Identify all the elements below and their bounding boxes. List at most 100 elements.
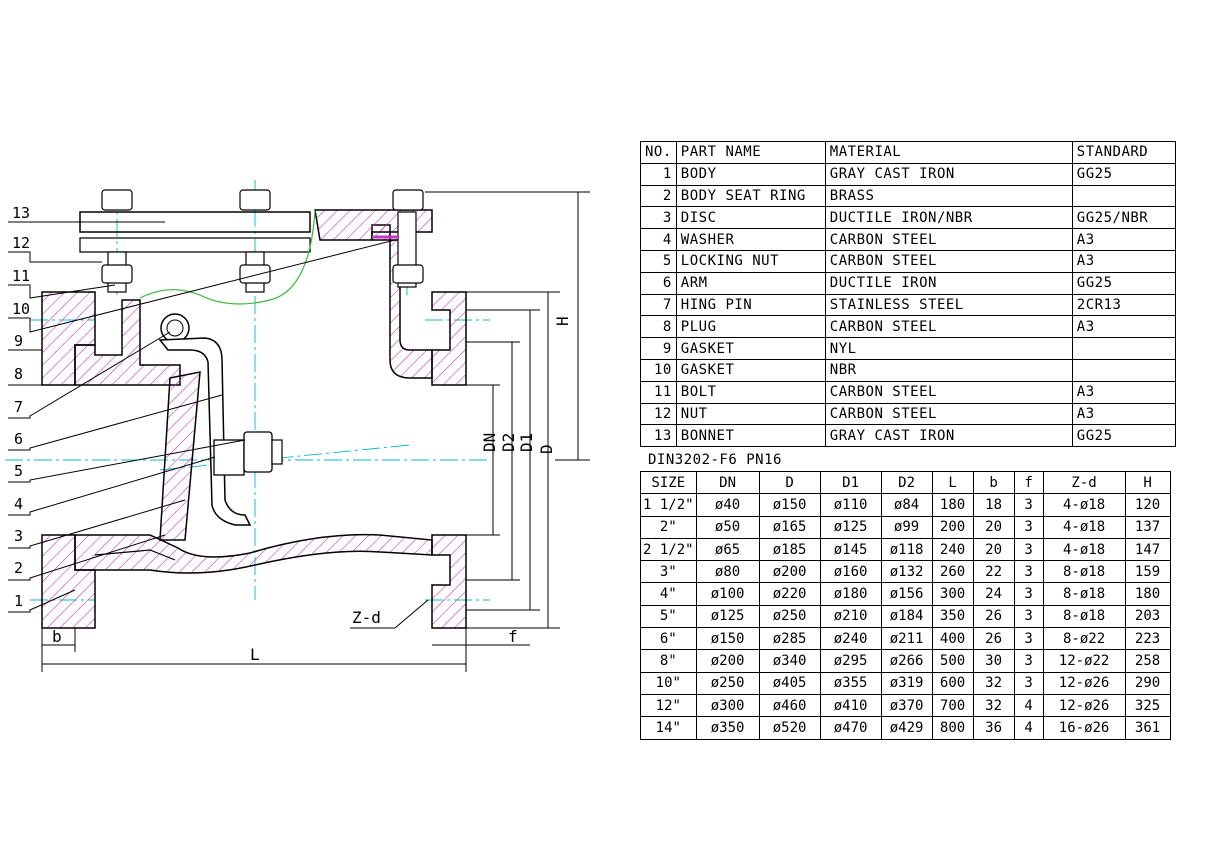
parts-cell-no: 2 (640, 184, 677, 208)
dim-cell: ø165 (758, 515, 821, 539)
dim-cell: ø285 (758, 627, 821, 651)
dim-cell: ø211 (880, 627, 933, 651)
parts-cell-name: NUT (675, 402, 826, 426)
body-lower-wall (74, 533, 433, 574)
parts-cell-no: 9 (640, 337, 677, 360)
dim-cell: ø145 (819, 537, 882, 562)
parts-cell-standard: 2CR13 (1071, 293, 1176, 317)
dim-cell: 325 (1124, 693, 1171, 718)
dim-cell: 3 (1013, 604, 1044, 629)
dim-cell: ø405 (758, 671, 821, 695)
parts-cell-name: BOLT (675, 380, 826, 404)
dim-cell: ø470 (819, 716, 882, 740)
dim-cell: ø50 (695, 515, 760, 539)
dim-cell: 180 (1124, 582, 1171, 606)
dim-cell: 4 (1013, 693, 1044, 718)
parts-cell-material: DUCTILE IRON (824, 271, 1073, 295)
dim-d-label: D (537, 444, 556, 454)
dim-header-cell: H (1124, 470, 1171, 495)
valve-section-drawing: H D D1 D2 DN L b f Z-d 13 12 11 10 9 8 7… (5, 180, 590, 672)
dim-cell: 223 (1124, 627, 1171, 651)
parts-cell-name: DISC (675, 206, 826, 230)
parts-cell-no: 13 (640, 424, 677, 448)
parts-cell-material: DUCTILE IRON/NBR (824, 206, 1073, 230)
parts-cell-no: 10 (640, 358, 677, 382)
dim-cell: 12-ø22 (1042, 649, 1126, 673)
parts-cell-name: WASHER (675, 228, 826, 251)
dim-cell: ø355 (819, 671, 882, 695)
dim-cell: 12" (640, 693, 697, 718)
dim-cell: 20 (972, 537, 1015, 562)
dim-cell: 4-ø18 (1042, 537, 1126, 562)
svg-text:1: 1 (14, 592, 23, 610)
dim-cell: ø125 (819, 515, 882, 539)
dim-header-cell: L (931, 470, 974, 495)
parts-cell-material: NBR (824, 358, 1073, 382)
svg-text:10: 10 (12, 300, 30, 318)
parts-cell-name: GASKET (675, 337, 826, 360)
dim-cell: ø460 (758, 693, 821, 718)
svg-text:13: 13 (12, 204, 30, 222)
parts-header-row: NO. PART NAME MATERIAL STANDARD (640, 141, 1176, 164)
dim-cell: 361 (1124, 716, 1171, 740)
parts-cell-material: CARBON STEEL (824, 402, 1073, 426)
dim-cell: ø200 (758, 560, 821, 584)
parts-cell-name: ARM (675, 271, 826, 295)
parts-cell-material: GRAY CAST IRON (824, 424, 1073, 448)
dim-cell: ø99 (880, 515, 933, 539)
header-standard: STANDARD (1071, 141, 1176, 164)
dimension-lines (41, 191, 590, 672)
dim-cell: 600 (931, 671, 974, 695)
svg-text:9: 9 (14, 332, 23, 350)
dim-cell: 24 (972, 582, 1015, 606)
dim-cell: 5" (640, 604, 697, 629)
parts-cell-standard: GG25 (1071, 271, 1176, 295)
dim-cell: 3 (1013, 582, 1044, 606)
dim-cell: 3 (1013, 627, 1044, 651)
dim-cell: 8" (640, 649, 697, 673)
dim-cell: 3 (1013, 493, 1044, 517)
parts-cell-no: 12 (640, 402, 677, 426)
dim-cell: 8-ø18 (1042, 582, 1126, 606)
dim-cell: 32 (972, 671, 1015, 695)
dim-cell: ø220 (758, 582, 821, 606)
svg-text:5: 5 (14, 462, 23, 480)
dim-cell: 32 (972, 693, 1015, 718)
dim-cell: 500 (931, 649, 974, 673)
dim-cell: ø65 (695, 537, 760, 562)
dim-cell: 2" (640, 515, 697, 539)
dim-cell: 200 (931, 515, 974, 539)
dim-cell: ø300 (695, 693, 760, 718)
dim-cell: ø350 (695, 716, 760, 740)
dim-cell: 159 (1124, 560, 1171, 584)
dim-dn-label: DN (480, 433, 499, 452)
dim-header-cell: D (758, 470, 821, 495)
bolts (101, 189, 424, 293)
parts-cell-name: LOCKING NUT (675, 249, 826, 273)
parts-cell-name: PLUG (675, 315, 826, 339)
dim-cell: 20 (972, 515, 1015, 539)
dim-cell: 18 (972, 493, 1015, 517)
parts-cell-standard (1071, 358, 1176, 382)
dim-cell: 203 (1124, 604, 1171, 629)
dim-cell: 350 (931, 604, 974, 629)
parts-cell-standard: A3 (1071, 402, 1176, 426)
dim-cell: ø110 (819, 493, 882, 517)
dim-zd-label: Z-d (352, 608, 381, 627)
dim-cell: ø370 (880, 693, 933, 718)
dim-f-label: f (508, 627, 518, 646)
parts-cell-standard: GG25 (1071, 162, 1176, 186)
dim-d2-label: D2 (499, 433, 518, 452)
dim-cell: 147 (1124, 537, 1171, 562)
